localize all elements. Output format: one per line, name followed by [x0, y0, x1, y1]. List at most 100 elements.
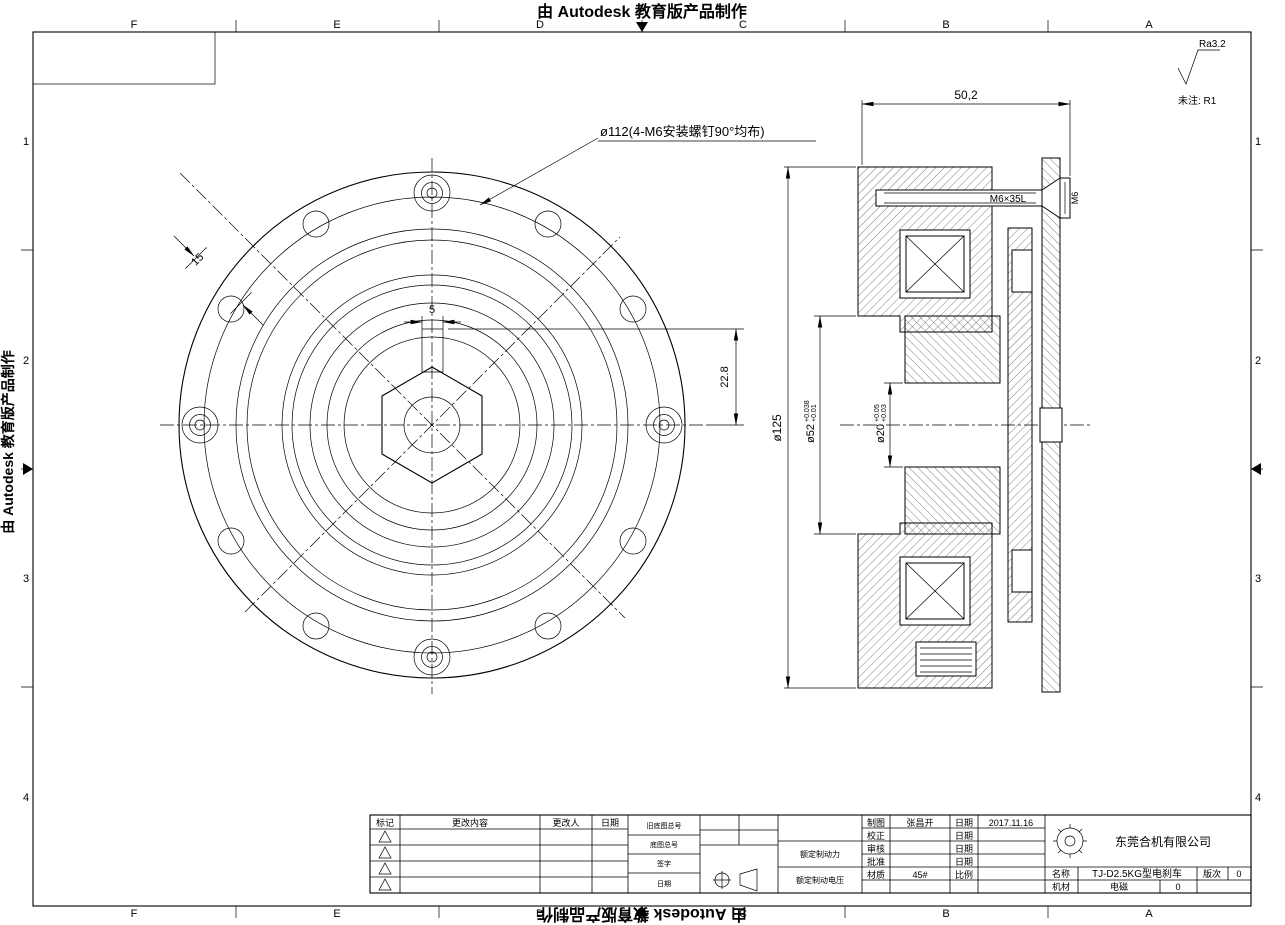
- product-mat-label: 机材: [1052, 881, 1070, 892]
- approval-label: 制图: [867, 817, 885, 828]
- dim-key-offset: 22.8: [448, 328, 744, 426]
- zone-number: 4: [23, 792, 29, 804]
- spec-cells: 额定制动力 额定制动电压: [796, 849, 844, 885]
- corner-box: [32, 31, 216, 85]
- screw-thread-label: M6: [1070, 192, 1080, 205]
- product-rev: 0: [1236, 869, 1241, 879]
- title-block-border: [369, 814, 1252, 894]
- spec-row-2: 额定制动电压: [796, 875, 844, 885]
- zone-letter: D: [536, 19, 544, 31]
- autodesk-banner-group: 由 Autodesk 教育版产品制作 由 Autodesk 教育版产品制作 由 …: [0, 2, 747, 924]
- zone-letter: A: [1145, 908, 1153, 920]
- approval-label2: 日期: [955, 857, 973, 867]
- zone-number: 1: [23, 136, 29, 148]
- spec-row-1: 额定制动力: [800, 849, 840, 859]
- dim-depth-text: 50,2: [954, 88, 978, 102]
- flange-plate: [1039, 157, 1063, 693]
- product-mat: 电磁: [1110, 881, 1128, 892]
- fillet-note: 未注: R1: [1178, 94, 1217, 107]
- leader-bolt-circle: ø112(4-M6安装螺钉90°均布): [479, 124, 816, 206]
- dim-key-width-text: 5: [429, 304, 435, 316]
- roughness-icon: [1177, 49, 1220, 85]
- company-logo: [1053, 824, 1087, 858]
- zone-letter: C: [739, 19, 747, 31]
- zone-number: 1: [1255, 136, 1261, 148]
- front-view: ø112(4-M6安装螺钉90°均布) 5 22.8 15: [160, 124, 816, 694]
- revision-table: 标记 更改内容 更改人 日期: [376, 817, 619, 891]
- leader-text: ø112(4-M6安装螺钉90°均布): [600, 124, 765, 139]
- approval-label2: 日期: [955, 844, 973, 854]
- product-rev-label: 版次: [1203, 868, 1221, 879]
- revision-triangles: [378, 830, 392, 891]
- dim-shaft: ø20 +0.05 +0.03: [874, 382, 903, 468]
- company-name: 东莞合机有限公司: [1115, 834, 1211, 849]
- ledger-row: 签字: [657, 859, 671, 868]
- rotor-hub: [904, 315, 1001, 535]
- rev-header: 标记: [376, 817, 394, 828]
- approval-table: 制图 张昌开 日期 2017.11.16 校正 日期 审核 日期 批准 日期 材…: [867, 817, 1033, 880]
- dim-bore-tol-hi: +0.038: [804, 400, 811, 422]
- approval-label2: 日期: [955, 818, 973, 828]
- approval-label: 材质: [867, 869, 885, 880]
- front-circles: [178, 171, 686, 679]
- dim-bore: ø52 +0.038 +0.01: [804, 315, 856, 535]
- zone-number: 4: [1255, 792, 1261, 804]
- dim-key-width: 5: [404, 304, 461, 325]
- dim-bore-tol-lo: +0.01: [811, 404, 818, 422]
- zone-letter: C: [739, 908, 747, 920]
- zone-letter: A: [1145, 19, 1153, 31]
- approval-label: 批准: [867, 856, 885, 867]
- zone-number: 3: [23, 573, 29, 585]
- armature-slot-bottom: [1011, 549, 1033, 593]
- screw-label: M6×35L: [990, 194, 1027, 205]
- drawing-frame: F E D C B A F E D C B A 1 2 3 4 1 2 3 4: [21, 19, 1263, 920]
- ledger-row: 旧底图总号: [647, 821, 682, 830]
- banner-top: 由 Autodesk 教育版产品制作: [537, 2, 747, 21]
- banner-left: 由 Autodesk 教育版产品制作: [0, 350, 16, 534]
- zone-ticks: [21, 20, 1263, 918]
- dim-shaft-tol-hi: +0.05: [874, 404, 881, 422]
- title-block-grid: [370, 815, 1251, 893]
- zone-letter: E: [333, 908, 340, 920]
- section-view: M6×35L M6 50,2 ø125: [770, 88, 1090, 693]
- projection-symbol: [713, 868, 758, 892]
- title-block: 标记 更改内容 更改人 日期 旧底图总号 底图总号 签字 日期 额定制动力 额定…: [369, 814, 1252, 894]
- dim-outer-text: ø125: [770, 414, 784, 442]
- zone-number: 2: [1255, 355, 1261, 367]
- zone-number: 2: [23, 355, 29, 367]
- zone-letter: F: [131, 19, 138, 31]
- dim-depth: 50,2: [861, 88, 1071, 176]
- center-marks: [23, 22, 1261, 916]
- spring-pack: [915, 641, 977, 677]
- dim-bore-dia: ø52: [805, 424, 817, 443]
- product-name: TJ-D2.5KG型电刹车: [1092, 867, 1182, 880]
- approval-value: 张昌开: [906, 818, 933, 828]
- ledger-column: 旧底图总号 底图总号 签字 日期: [647, 821, 682, 888]
- front-centerlines: [160, 158, 704, 694]
- zone-letter: B: [942, 908, 949, 920]
- coil-top: [899, 229, 971, 299]
- ledger-row: 底图总号: [650, 840, 678, 849]
- dim-key-offset-text: 22.8: [719, 366, 731, 387]
- coil-bottom: [899, 556, 971, 626]
- frame-border: [32, 31, 1252, 907]
- mount-holes-large: [181, 174, 683, 676]
- dim-shaft-dia: ø20: [875, 424, 887, 443]
- approval-label: 审核: [867, 843, 885, 854]
- product-mat-extra: 0: [1175, 882, 1180, 892]
- zone-letter: F: [131, 908, 138, 920]
- product-block: 东莞合机有限公司 名称 TJ-D2.5KG型电刹车 版次 0 机材 电磁 0: [1052, 824, 1242, 892]
- dim-shaft-tol-lo: +0.03: [881, 404, 888, 422]
- zone-letter: B: [942, 19, 949, 31]
- keyway: [421, 316, 444, 373]
- rev-header: 日期: [601, 818, 619, 828]
- armature-plate: [1007, 227, 1033, 623]
- hex-bore: [381, 366, 483, 484]
- roughness-value: Ra3.2: [1199, 39, 1226, 50]
- approval-value: 45#: [912, 870, 927, 880]
- approval-label2: 日期: [955, 831, 973, 841]
- zone-number: 3: [1255, 573, 1261, 585]
- armature-slot-top: [1011, 249, 1033, 293]
